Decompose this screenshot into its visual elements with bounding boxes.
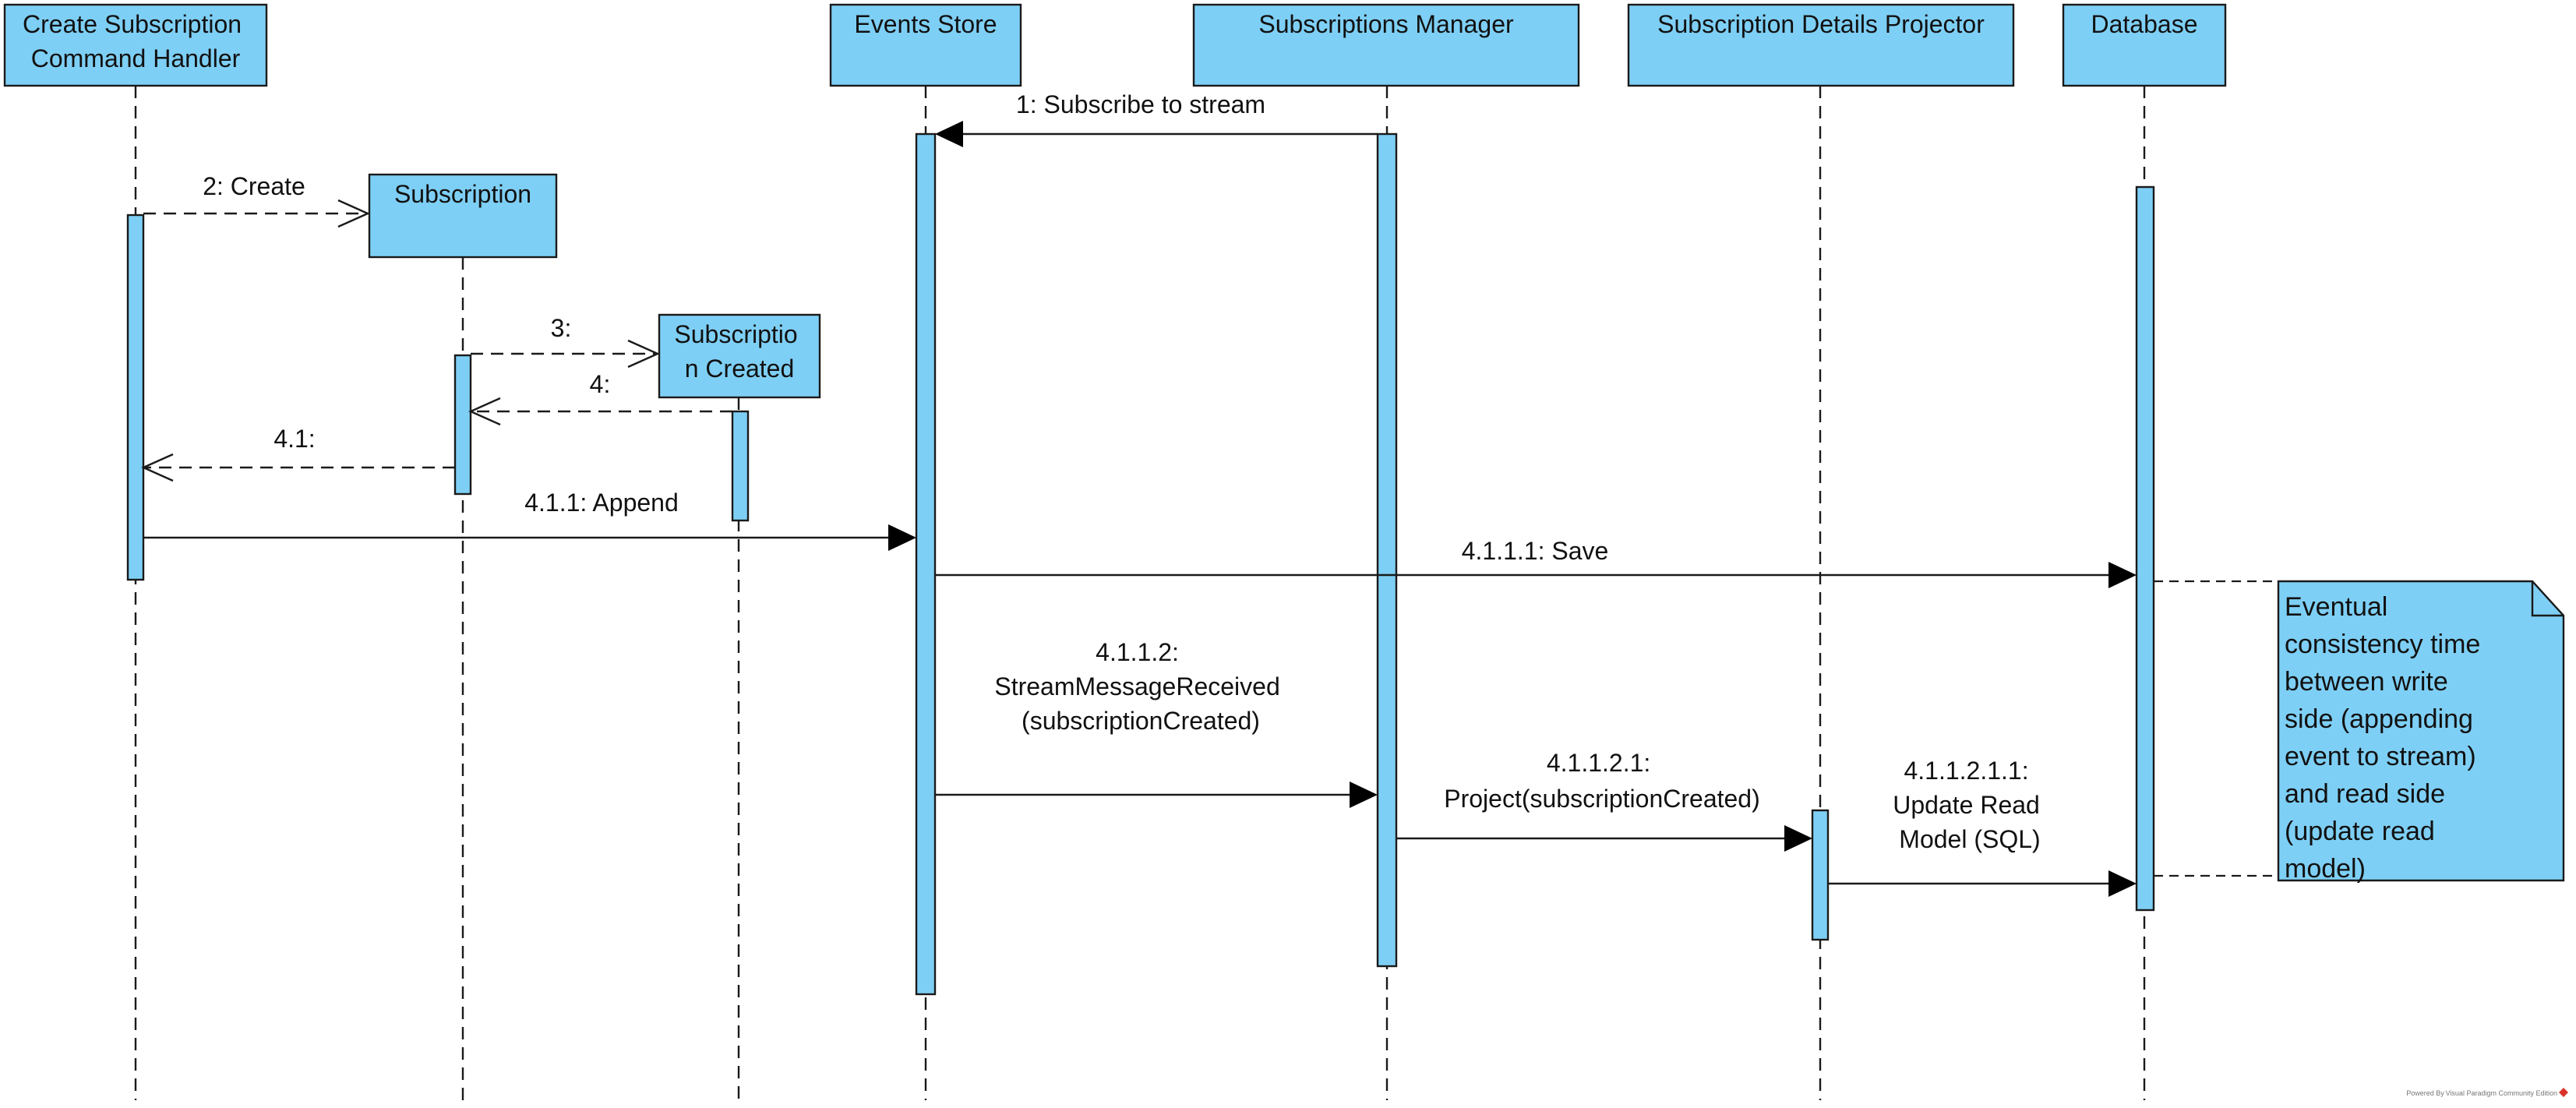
activation-database[interactable] (2135, 185, 2155, 912)
arrowhead-filled (2108, 562, 2137, 588)
arrowhead-filled (1784, 825, 1812, 852)
lifeline-header-events-store[interactable]: Events Store (829, 3, 1022, 87)
message-label: 4.1.1.2.1.1: Update Read Model (SQL) (1893, 757, 2046, 853)
note-text: Eventual consistency time between write … (2285, 592, 2488, 884)
activation-subscription[interactable] (453, 354, 472, 496)
activation-cmd-handler[interactable] (126, 213, 145, 581)
message-4-1[interactable]: 4.1: (141, 425, 455, 482)
arrowhead-filled (888, 524, 916, 551)
lifeline-title-subscriptions-manager: Subscriptions Manager (1258, 10, 1514, 38)
activation-subscription-created[interactable] (731, 410, 750, 522)
lifeline-header-subscription[interactable]: Subscription (368, 173, 558, 259)
message-4-1-1-append[interactable]: 4.1.1: Append (143, 489, 916, 551)
eventual-consistency-note[interactable]: Eventual consistency time between write … (2277, 580, 2565, 884)
lifeline-title-cmd-handler: Create Subscription Command Handler (23, 10, 249, 72)
lifeline-header-database[interactable]: Database (2062, 3, 2227, 87)
message-2-create[interactable]: 2: Create (143, 172, 370, 228)
message-label: 3: (551, 314, 572, 342)
message-1-subscribe-to-stream[interactable]: 1: Subscribe to stream (935, 90, 1378, 147)
message-label: 4.1.1: Append (524, 489, 679, 517)
message-4-1-1-2-1-project[interactable]: 4.1.1.2.1: Project(subscriptionCreated) (1396, 749, 1812, 852)
message-4-1-1-2-1-1-update-read-model[interactable]: 4.1.1.2.1.1: Update Read Model (SQL) (1828, 757, 2137, 897)
message-label: 4.1.1.2: StreamMessageReceived (subscrip… (994, 638, 1286, 735)
message-label: 4: (590, 370, 611, 398)
arrowhead-filled (935, 121, 963, 147)
lifeline-title-events-store: Events Store (854, 10, 997, 38)
arrowhead-filled (1350, 782, 1378, 808)
lifeline-header-projector[interactable]: Subscription Details Projector (1627, 3, 2015, 87)
message-label: 4.1: (273, 425, 315, 453)
lifeline-header-subscriptions-manager[interactable]: Subscriptions Manager (1192, 3, 1580, 87)
arrowhead-open (337, 199, 370, 228)
arrowhead-open (141, 453, 174, 482)
arrowhead-open (468, 397, 501, 426)
message-label: 2: Create (203, 172, 305, 200)
lifeline-header-subscription-created[interactable]: Subscriptio n Created (658, 313, 821, 399)
message-label: 1: Subscribe to stream (1016, 90, 1265, 118)
activation-subscriptions-manager[interactable] (1376, 132, 1398, 968)
lifeline-title-database: Database (2091, 10, 2198, 38)
arrowhead-open (627, 339, 660, 369)
note-shape (2277, 580, 2565, 882)
message-label: 4.1.1.1: Save (1462, 537, 1609, 565)
message-3[interactable]: 3: (471, 314, 660, 369)
message-4-1-1-2-stream-message-received[interactable]: 4.1.1.2: StreamMessageReceived (subscrip… (935, 638, 1378, 808)
lifeline-header-cmd-handler[interactable]: Create Subscription Command Handler (3, 3, 268, 87)
visual-paradigm-logo-icon (2559, 1088, 2568, 1097)
arrowhead-filled (2108, 870, 2137, 897)
activation-projector[interactable] (1811, 809, 1830, 941)
note-folded-corner (2531, 581, 2564, 617)
activation-events-store[interactable] (915, 132, 937, 996)
lifeline-title-projector: Subscription Details Projector (1657, 10, 1985, 38)
message-label: 4.1.1.2.1: Project(subscriptionCreated) (1444, 749, 1760, 813)
lifeline-title-subscription: Subscription (394, 180, 531, 208)
footer-watermark: Powered By Visual Paradigm Community Edi… (2406, 1089, 2557, 1097)
lifeline-title-subscription-created: Subscriptio n Created (674, 320, 804, 383)
message-4[interactable]: 4: (468, 370, 732, 426)
message-4-1-1-1-save[interactable]: 4.1.1.1: Save (935, 537, 2137, 588)
